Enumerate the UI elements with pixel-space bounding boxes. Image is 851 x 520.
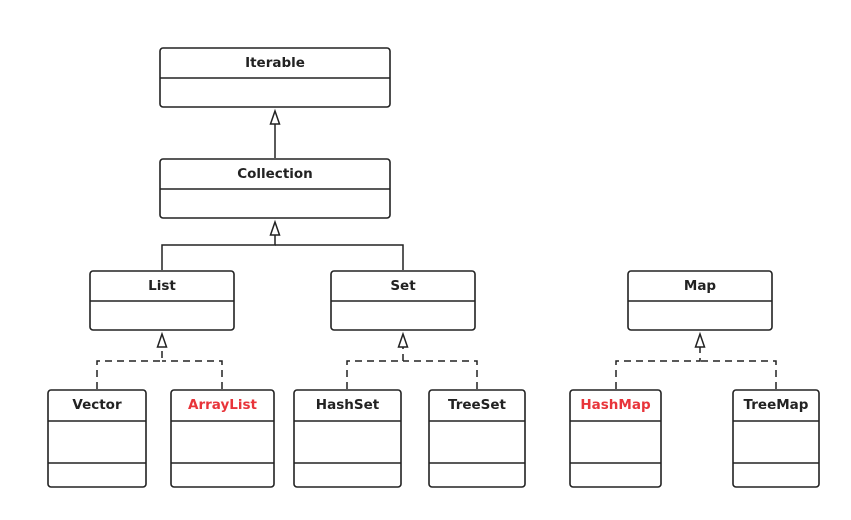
edge-collection-to-iterable-arrowhead	[269, 108, 281, 125]
edge-vector-to-list	[96, 347, 163, 389]
node-set-label: Set	[390, 278, 416, 294]
node-collection[interactable]: Collection	[159, 158, 391, 219]
node-treemap-label: TreeMap	[744, 397, 809, 413]
node-list-label: List	[148, 278, 176, 294]
node-arraylist[interactable]: ArrayList	[170, 389, 275, 488]
node-iterable-label: Iterable	[245, 55, 305, 71]
edge-arraylist-to-list	[162, 360, 223, 389]
edge-hashset-to-set	[346, 347, 404, 389]
node-hashset[interactable]: HashSet	[293, 389, 402, 488]
node-map-label: Map	[684, 278, 717, 294]
edge-hashmap-to-map	[615, 347, 701, 389]
node-treeset[interactable]: TreeSet	[428, 389, 526, 488]
node-list[interactable]: List	[89, 270, 235, 331]
edge-list-to-collection	[161, 235, 276, 270]
node-hashmap[interactable]: HashMap	[569, 389, 662, 488]
node-iterable[interactable]: Iterable	[159, 47, 391, 108]
node-collection-label: Collection	[237, 166, 313, 182]
node-treeset-label: TreeSet	[448, 397, 507, 413]
edge-vector-arraylist-to-list-arrowhead	[156, 331, 168, 348]
edge-set-to-collection	[275, 244, 404, 270]
edge-list-set-to-collection-arrowhead	[269, 219, 281, 236]
node-set[interactable]: Set	[330, 270, 476, 331]
node-arraylist-label: ArrayList	[188, 397, 258, 413]
node-hashmap-label: HashMap	[580, 397, 651, 413]
node-map[interactable]: Map	[627, 270, 773, 331]
nodes: Iterable Collection List Set Map	[47, 47, 820, 488]
node-vector-label: Vector	[72, 397, 122, 413]
node-vector[interactable]: Vector	[47, 389, 147, 488]
edge-treemap-to-map	[700, 360, 777, 389]
connectors	[96, 108, 777, 389]
edge-treeset-to-set	[403, 360, 478, 389]
node-hashset-label: HashSet	[316, 397, 380, 413]
node-treemap[interactable]: TreeMap	[732, 389, 820, 488]
edge-hashmap-treemap-to-map-arrowhead	[694, 331, 706, 348]
edge-hashset-treeset-to-set-arrowhead	[397, 331, 409, 348]
